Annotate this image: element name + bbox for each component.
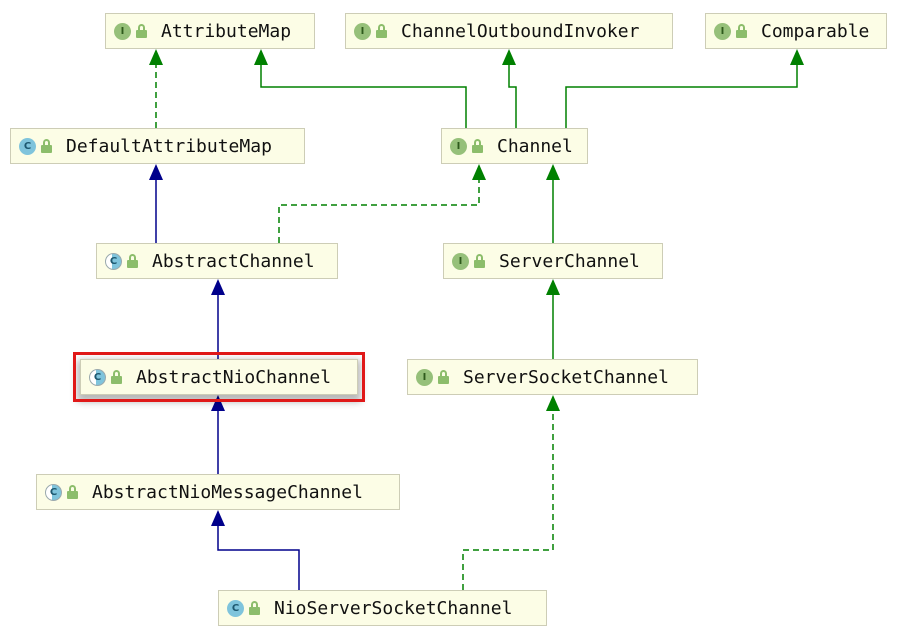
public-access-icon [376,24,388,38]
public-access-icon [67,485,79,499]
class-icon: C [227,599,244,617]
edge-line [217,525,300,590]
node-label: AbstractNioMessageChannel [92,481,363,503]
public-access-icon [136,24,148,38]
public-access-icon [472,139,484,153]
interface-icon: I [714,22,731,40]
edge-server-socket-channel-to-server-channel [546,279,560,359]
node-abstract-nio-message-channel[interactable]: C AbstractNioMessageChannel [36,474,400,510]
edge-line [462,410,554,590]
edge-channel-to-channel-outbound-invoker [502,49,517,128]
node-server-channel[interactable]: I ServerChannel [443,243,663,279]
node-channel[interactable]: I Channel [441,128,588,164]
edge-arrowhead [211,510,225,526]
edge-arrowhead [546,395,560,411]
node-nio-server-socket-channel[interactable]: C NioServerSocketChannel [218,590,547,626]
node-server-socket-channel[interactable]: I ServerSocketChannel [407,359,698,395]
node-label: Comparable [761,20,870,42]
node-label: NioServerSocketChannel [274,597,513,619]
edge-arrowhead [472,164,486,180]
node-attribute-map[interactable]: I AttributeMap [105,13,315,49]
edge-arrowhead [211,395,225,411]
public-access-icon [249,601,261,615]
edge-line [278,179,480,243]
interface-icon: I [416,368,433,386]
edge-arrowhead [149,49,163,65]
edge-nio-server-socket-channel-to-server-socket-channel [462,395,560,590]
interface-icon: I [452,252,469,270]
edge-channel-to-attribute-map [254,49,467,128]
edge-arrowhead [546,164,560,180]
edge-line [508,64,517,128]
abstract-class-icon: C [89,368,106,386]
interface-icon: I [450,137,467,155]
node-label: ServerSocketChannel [463,366,669,388]
node-label: ServerChannel [499,250,640,272]
public-access-icon [111,370,123,384]
edge-arrowhead [254,49,268,65]
edge-abstract-nio-message-channel-to-abstract-nio-channel [211,395,225,474]
edge-arrowhead [790,49,804,65]
abstract-class-icon: C [45,483,62,501]
node-label: DefaultAttributeMap [66,135,272,157]
node-label: AbstractNioChannel [136,366,332,388]
edge-arrowhead [149,164,163,180]
node-label: Channel [497,135,573,157]
edge-line [260,64,467,128]
edge-line [565,64,798,128]
edge-server-channel-to-channel [546,164,560,243]
edge-arrowhead [546,279,560,295]
public-access-icon [127,254,139,268]
edge-arrowhead [211,279,225,295]
public-access-icon [474,254,486,268]
node-label: AbstractChannel [152,250,315,272]
node-channel-outbound-invoker[interactable]: I ChannelOutboundInvoker [345,13,673,49]
interface-icon: I [114,22,131,40]
edge-abstract-channel-to-default-attribute-map [149,164,163,243]
edge-arrowhead [502,49,516,65]
node-abstract-nio-channel[interactable]: C AbstractNioChannel [73,352,365,402]
node-abstract-channel[interactable]: C AbstractChannel [96,243,338,279]
node-label: AttributeMap [161,20,292,42]
node-default-attribute-map[interactable]: C DefaultAttributeMap [10,128,305,164]
edge-nio-server-socket-channel-to-abstract-nio-message-channel [211,510,300,590]
node-comparable[interactable]: I Comparable [705,13,887,49]
edge-default-attribute-map-to-attribute-map [149,49,163,128]
abstract-class-icon: C [105,252,122,270]
public-access-icon [41,139,53,153]
public-access-icon [736,24,748,38]
interface-icon: I [354,22,371,40]
class-icon: C [19,137,36,155]
edge-abstract-channel-to-channel [278,164,486,243]
public-access-icon [438,370,450,384]
edge-abstract-nio-channel-to-abstract-channel [211,279,225,359]
edge-channel-to-comparable [565,49,804,128]
node-label: ChannelOutboundInvoker [401,20,640,42]
